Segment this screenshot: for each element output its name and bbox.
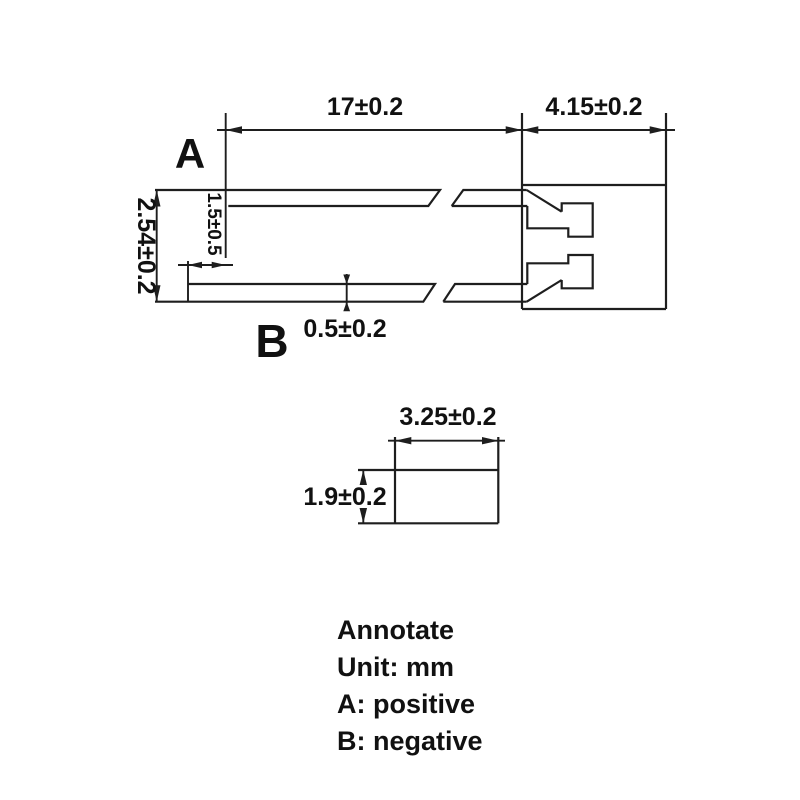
dim-text-strip-offset: 1.5±0.5 [203,192,224,256]
arrowhead-left-icon [522,126,539,134]
arrowhead-right-icon [649,126,666,134]
arrowhead-up-icon [343,301,351,312]
terminal-b-outline [526,253,594,303]
dim-text-wire-length: 17±0.2 [327,93,403,121]
arrowhead-up-icon [359,470,368,486]
wire-a-outline [155,188,528,208]
dim-text-detail-height: 1.9±0.2 [303,483,386,511]
dim-text-detail-width: 3.25±0.2 [399,403,496,431]
arrowhead-left-icon [225,126,242,134]
arrowhead-right-icon [482,437,499,445]
wire-b-label: B [255,315,288,367]
wire-b-outline [155,282,528,303]
annotation-unit: Unit: mm [337,652,454,682]
arrowhead-right-icon [211,261,226,269]
dim-line-wire-length [217,113,675,258]
dim-text-overall-pitch: 2.54±0.2 [132,197,160,294]
detail-rect-outline [358,437,500,525]
arrowhead-right-icon [505,126,522,134]
dim-line-strip-offset [178,261,233,302]
dim-text-mask [299,485,391,508]
arrowhead-left-icon [395,437,412,445]
dim-text-wire-thickness: 0.5±0.2 [303,315,386,343]
annotation-b-negative: B: negative [337,726,483,756]
wire-a-label: A [175,130,205,177]
dim-text-housing-width: 4.15±0.2 [545,93,642,121]
arrowhead-down-icon [359,507,368,524]
annotation-title: Annotate [337,615,454,645]
arrowhead-left-icon [188,261,202,269]
terminal-a-outline [526,189,594,238]
arrowhead-down-icon [152,285,161,302]
arrowhead-up-icon [152,190,161,207]
annotation-block: Annotate Unit: mm A: positive B: negativ… [337,612,483,760]
annotation-a-positive: A: positive [337,689,476,719]
arrowhead-down-icon [343,274,351,284]
connector-housing-outline [520,113,668,311]
